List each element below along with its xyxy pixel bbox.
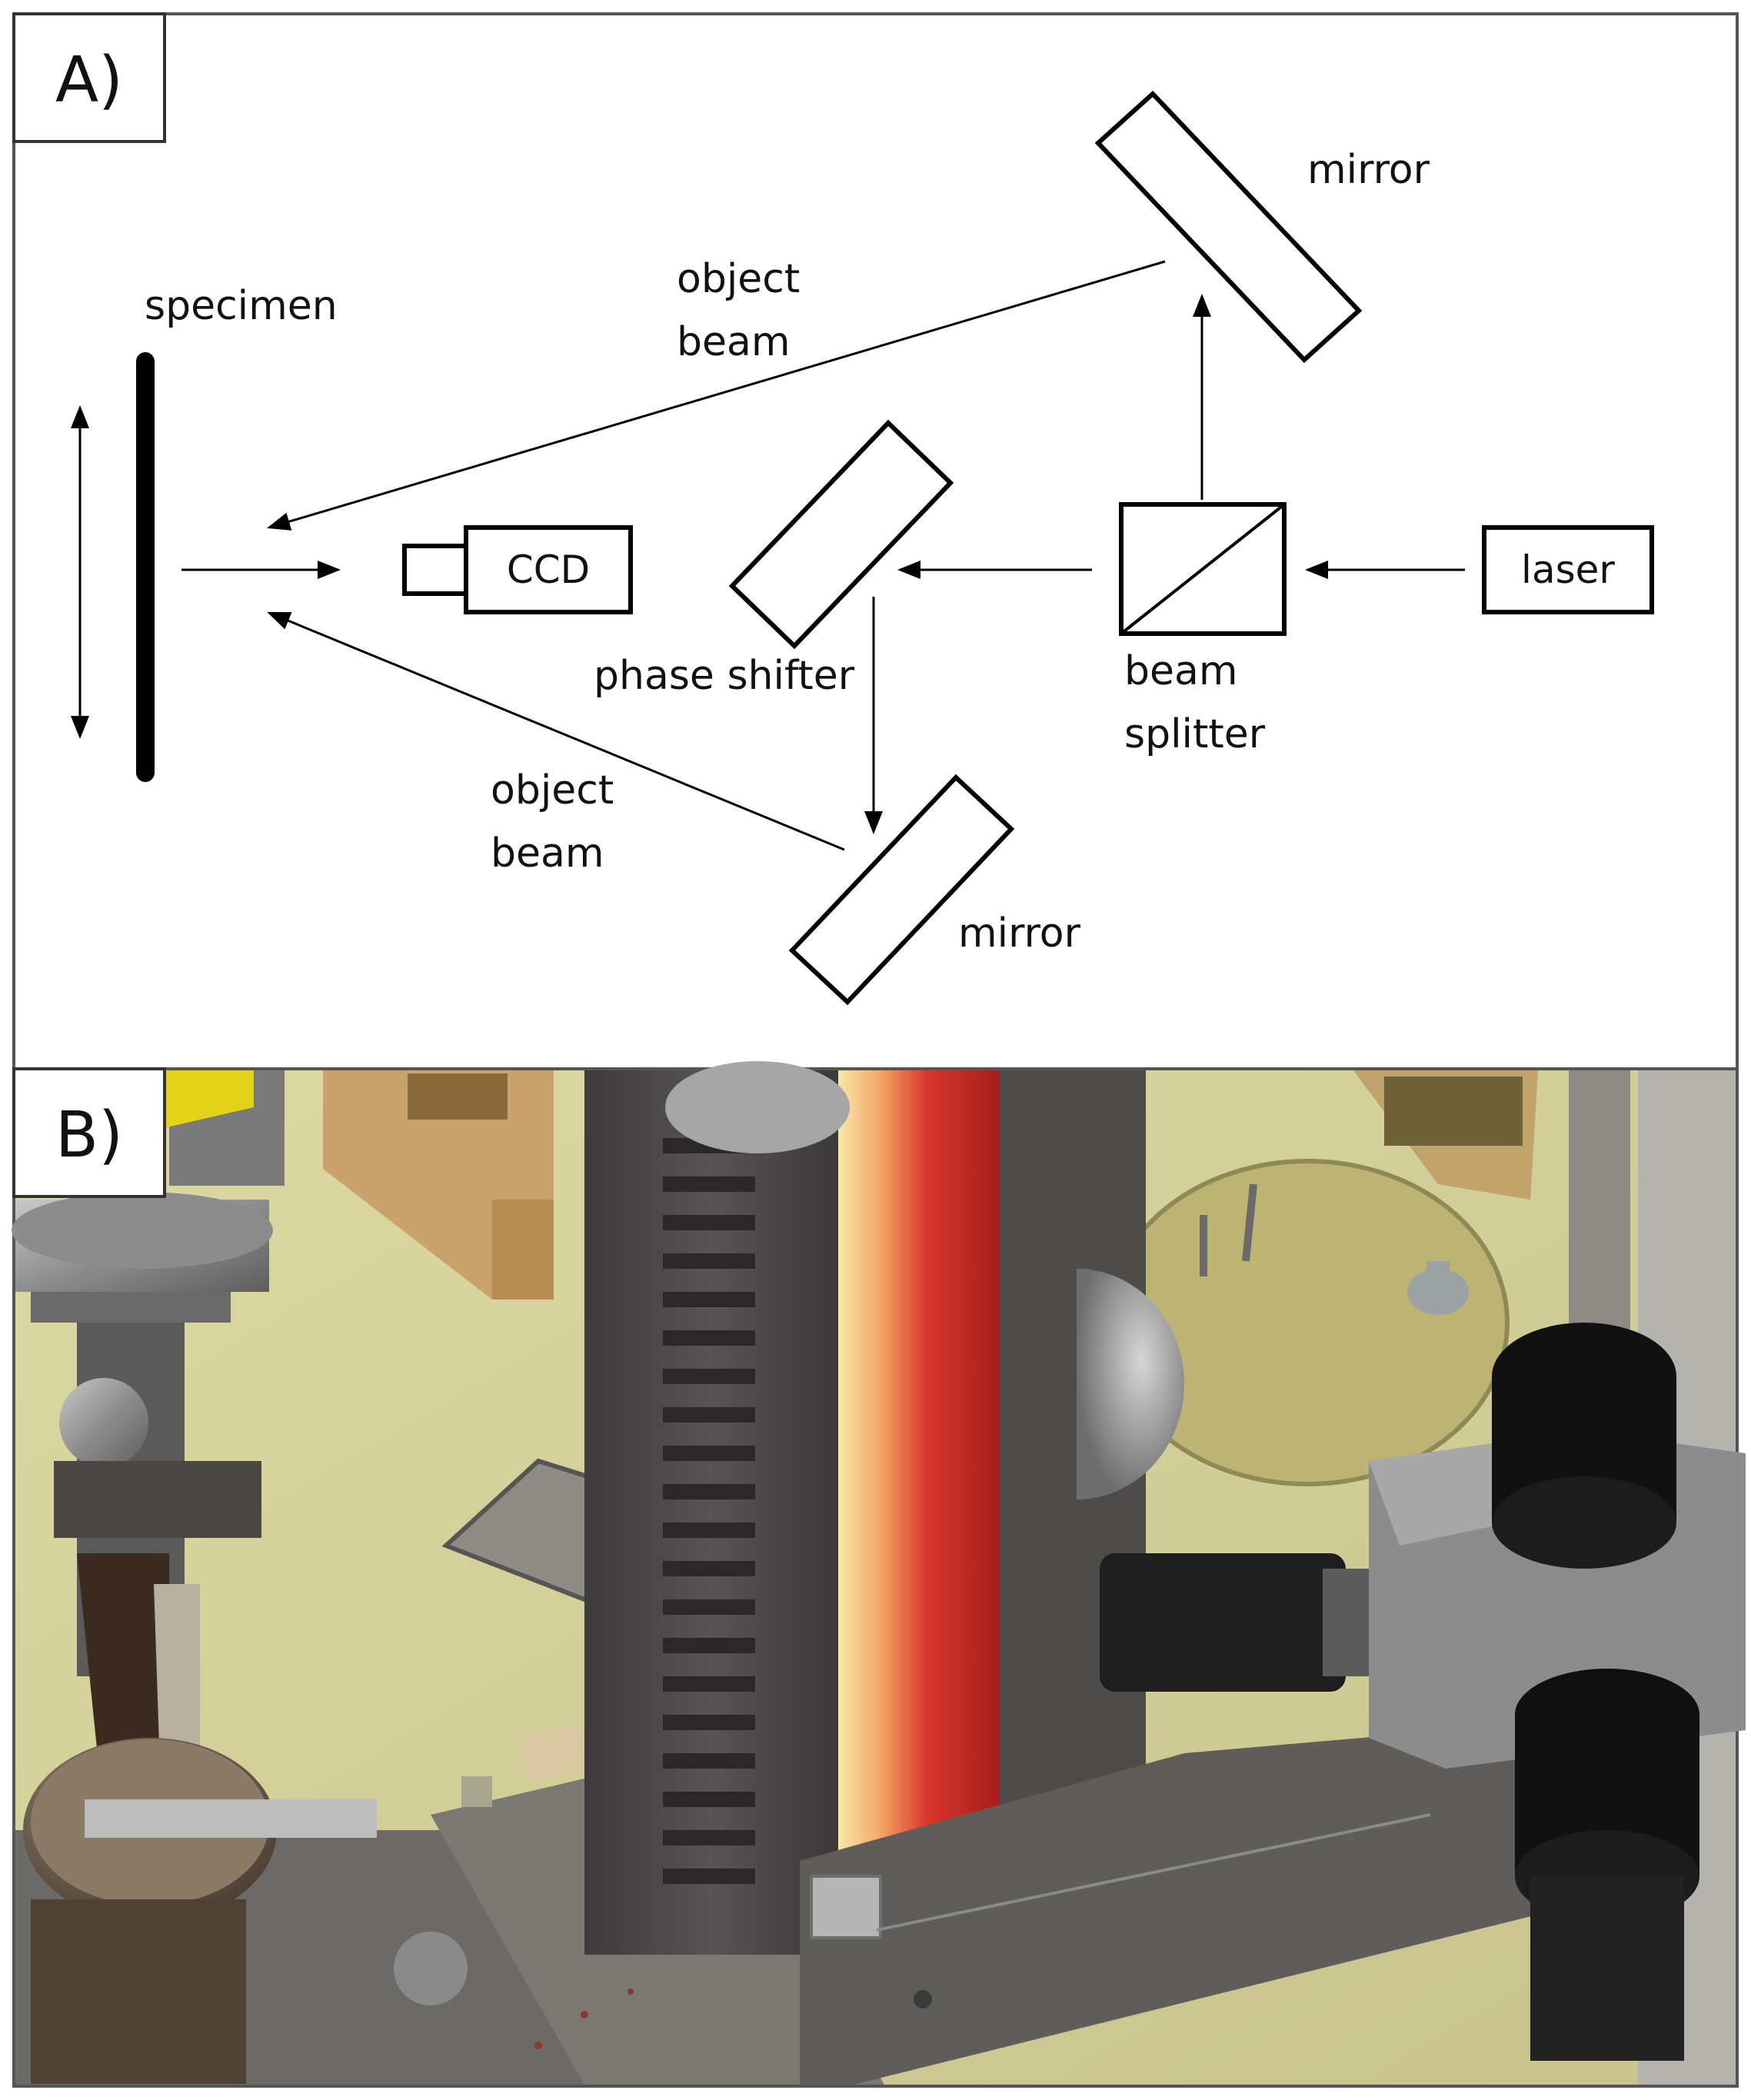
beam-splitter-label-line1: beam [1124, 648, 1238, 694]
laser-label: laser [1521, 547, 1615, 592]
phase-shifter-label: phase shifter [594, 653, 855, 699]
beam-splitter-label-line2: splitter [1124, 711, 1266, 757]
phase-shifter: phase shifter [594, 419, 954, 699]
panel-b: B) [12, 1061, 1746, 2088]
mirror-top-shape [1094, 90, 1363, 364]
ccd-body [464, 525, 633, 614]
lab-photo [12, 1061, 1746, 2085]
mirror-top-label: mirror [1307, 147, 1430, 193]
laser-box [1482, 525, 1654, 614]
laser: laser [1482, 525, 1654, 614]
beam-splitter-diagonal [1120, 503, 1286, 635]
ccd-lens [402, 544, 468, 596]
panel-b-tag-box [12, 1067, 166, 1198]
object-beam-top-label-line1: object [677, 256, 800, 302]
specimen-label: specimen [145, 283, 338, 329]
ccd-label: CCD [507, 547, 590, 592]
object-beam-bottom-arrow [267, 611, 845, 851]
phase-shifter-shape [728, 419, 954, 650]
beam-splitter: beam splitter [1119, 502, 1287, 757]
object-beam-top-arrow [267, 260, 1166, 531]
object-beam-bottom-label-line1: object [491, 767, 614, 814]
mirror-bottom-shape [788, 774, 1015, 1006]
object-beam-top-label-line2: beam [677, 319, 791, 365]
panel-a-tag: A) [55, 44, 123, 117]
mirror-bottom-label: mirror [958, 910, 1081, 957]
mirror-top: mirror [1094, 90, 1430, 364]
panel-a-tag-box [12, 12, 166, 143]
ccd-camera: CCD [402, 525, 633, 614]
mirror-bottom: mirror [788, 774, 1081, 1006]
panel-a: A) specimen CCD laser beam splitter [12, 12, 1739, 1070]
panel-b-tag: B) [55, 1099, 123, 1172]
object-beam-bottom-label-line2: beam [491, 830, 604, 877]
